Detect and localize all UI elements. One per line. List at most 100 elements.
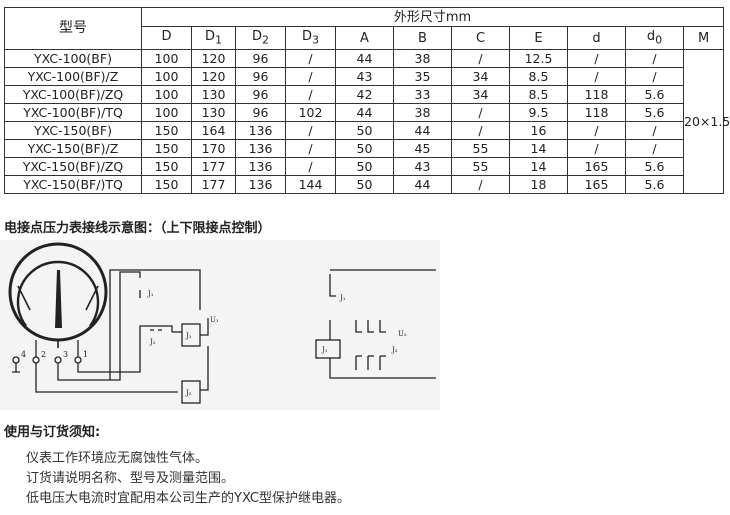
table-cell: 170 — [191, 139, 236, 158]
table-cell: / — [567, 49, 626, 68]
table-cell: 130 — [191, 103, 236, 122]
model-cell: YXC-150(BF/)TQ — [4, 175, 142, 194]
col-header-b: B — [393, 26, 452, 50]
table-cell: 164 — [191, 121, 236, 140]
table-cell: 8.5 — [509, 67, 568, 86]
relay-j1-box-right — [315, 339, 341, 359]
svg-text:J₁: J₁ — [339, 294, 346, 302]
table-cell: 50 — [335, 157, 394, 176]
table-cell: / — [567, 139, 626, 158]
table-cell: 45 — [393, 139, 452, 158]
model-cell: YXC-100(BF)/TQ — [4, 103, 142, 122]
list-item: 订货请说明名称、型号及测量范围。 — [26, 471, 235, 486]
table-cell: 96 — [235, 103, 286, 122]
table-cell: 18 — [509, 175, 568, 194]
table-cell: 136 — [235, 121, 286, 140]
dims-header: 外形尺寸mm — [140, 6, 725, 28]
table-cell: 8.5 — [509, 85, 568, 104]
table-cell: / — [625, 121, 684, 140]
svg-text:J₂: J₂ — [391, 346, 398, 354]
terminal-label: 3 — [63, 350, 68, 359]
table-cell: / — [285, 121, 336, 140]
table-cell: 130 — [191, 85, 236, 104]
table-cell: 35 — [393, 67, 452, 86]
table-cell: 38 — [393, 103, 452, 122]
svg-text:J₁: J₁ — [147, 290, 154, 298]
table-cell: 177 — [191, 157, 236, 176]
col-header-d2: D2 — [235, 26, 286, 50]
notes-title: 使用与订货须知: — [4, 425, 101, 440]
table-cell: 165 — [567, 175, 626, 194]
table-cell: 96 — [235, 67, 286, 86]
table-cell: 55 — [451, 157, 510, 176]
svg-text:J₂: J₂ — [185, 389, 192, 397]
contactor-circuit: J₁ J₁ U₂ J₂ — [315, 269, 436, 379]
table-cell: 100 — [141, 85, 192, 104]
wiring-diagram: 4 2 3 1 J₁ J₂ J₁ U₁ J₂ J₁ J₁ U₂ J — [0, 240, 440, 410]
model-header: 型号 — [4, 7, 142, 50]
table-cell: / — [451, 49, 510, 68]
table-cell: 120 — [191, 67, 236, 86]
col-header-d3: D3 — [285, 26, 336, 50]
svg-text:U₂: U₂ — [398, 330, 407, 338]
table-cell: 5.6 — [625, 103, 684, 122]
table-cell: / — [567, 67, 626, 86]
table-cell: 100 — [141, 49, 192, 68]
model-cell: YXC-100(BF)/Z — [4, 67, 142, 86]
table-cell: / — [451, 103, 510, 122]
table-cell: 12.5 — [509, 49, 568, 68]
col-header-a: A — [335, 26, 394, 50]
table-cell: 118 — [567, 103, 626, 122]
svg-text:J₁: J₁ — [321, 346, 328, 354]
model-cell: YXC-150(BF)/ZQ — [4, 157, 142, 176]
table-cell: 14 — [509, 139, 568, 158]
notes-list: 仪表工作环境应无腐蚀性气体。 订货请说明名称、型号及测量范围。 低电压大电流时宜… — [26, 449, 350, 509]
gauge-icon — [8, 242, 108, 348]
table-cell: / — [567, 121, 626, 140]
table-cell: 177 — [191, 175, 236, 194]
table-cell: 96 — [235, 49, 286, 68]
table-cell: 38 — [393, 49, 452, 68]
table-cell: 50 — [335, 121, 394, 140]
table-cell: 44 — [393, 175, 452, 194]
table-cell: / — [285, 49, 336, 68]
table-cell: 144 — [285, 175, 336, 194]
table-cell: / — [285, 157, 336, 176]
table-cell: 120 — [191, 49, 236, 68]
table-cell: 44 — [335, 103, 394, 122]
shared-m-cell: 20×1.5 — [682, 49, 730, 194]
terminal-label: 2 — [41, 350, 46, 359]
table-cell: / — [285, 139, 336, 158]
table-cell: 5.6 — [625, 175, 684, 194]
table-cell: 44 — [393, 121, 452, 140]
table-cell: / — [451, 121, 510, 140]
wiring-diagram-title: 电接点压力表接线示意图：（上下限接点控制） — [4, 221, 271, 236]
table-cell: 150 — [141, 157, 192, 176]
table-cell: 150 — [141, 175, 192, 194]
table-cell: 136 — [235, 157, 286, 176]
table-cell: 136 — [235, 175, 286, 194]
table-cell: 150 — [141, 121, 192, 140]
table-cell: 55 — [451, 139, 510, 158]
table-cell: 50 — [335, 139, 394, 158]
table-cell: 33 — [393, 85, 452, 104]
table-cell: 34 — [451, 67, 510, 86]
col-header-d1: D1 — [191, 26, 236, 50]
table-cell: 165 — [567, 157, 626, 176]
table-cell: 34 — [451, 85, 510, 104]
col-header-d: D — [141, 26, 192, 50]
svg-text:J₁: J₁ — [185, 332, 192, 340]
relay-j2-box — [181, 380, 201, 404]
svg-text:J₂: J₂ — [149, 338, 156, 346]
table-cell: 136 — [235, 139, 286, 158]
table-cell: 16 — [509, 121, 568, 140]
table-cell: 96 — [235, 85, 286, 104]
model-cell: YXC-100(BF)/ZQ — [4, 85, 142, 104]
table-cell: 118 — [567, 85, 626, 104]
terminal-label: 4 — [21, 350, 26, 359]
